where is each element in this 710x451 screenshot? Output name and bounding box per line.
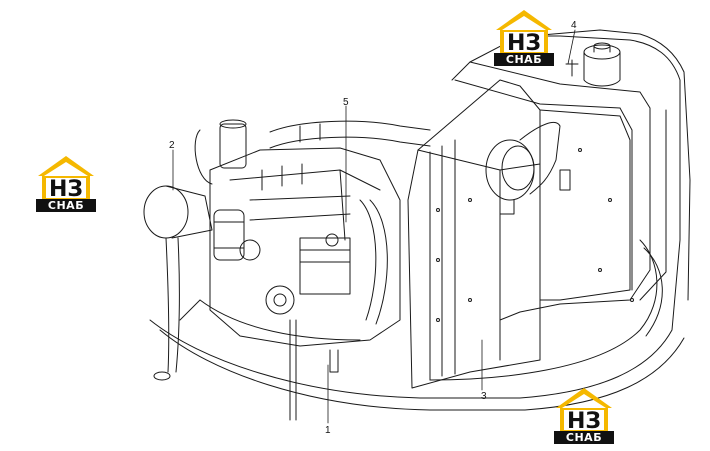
brand-logo: НЗ СНАБ <box>34 154 98 212</box>
callout-2: 2 <box>169 140 175 151</box>
radiator-block <box>407 79 541 389</box>
engine-body <box>209 147 401 347</box>
logo-top-text: НЗ <box>507 31 541 56</box>
air-cleaner-right <box>485 122 561 215</box>
callout-5: 5 <box>343 97 349 108</box>
logo-bottom-text: СНАБ <box>506 53 542 66</box>
logo-bottom-text: СНАБ <box>48 199 84 212</box>
callout-4: 4 <box>571 20 577 31</box>
logo-roof-icon <box>496 10 552 30</box>
oil-filter <box>213 119 247 261</box>
logo-bottom-text: СНАБ <box>566 431 602 444</box>
intake-pipe <box>269 120 431 149</box>
expansion-tank <box>565 42 621 87</box>
air-cleaner-left <box>143 185 213 381</box>
callout-3: 3 <box>481 391 487 402</box>
frame-outline <box>149 29 691 411</box>
callout-1: 1 <box>325 425 331 436</box>
leader-lines <box>172 29 576 424</box>
logo-roof-icon <box>38 156 94 176</box>
brand-logo: НЗ СНАБ <box>492 8 556 66</box>
hoses <box>179 129 663 421</box>
logo-roof-icon <box>556 388 612 408</box>
logo-top-text: НЗ <box>567 409 601 434</box>
brand-logo: НЗ СНАБ <box>552 386 616 444</box>
logo-top-text: НЗ <box>49 177 83 202</box>
right-side-panel <box>539 109 634 302</box>
